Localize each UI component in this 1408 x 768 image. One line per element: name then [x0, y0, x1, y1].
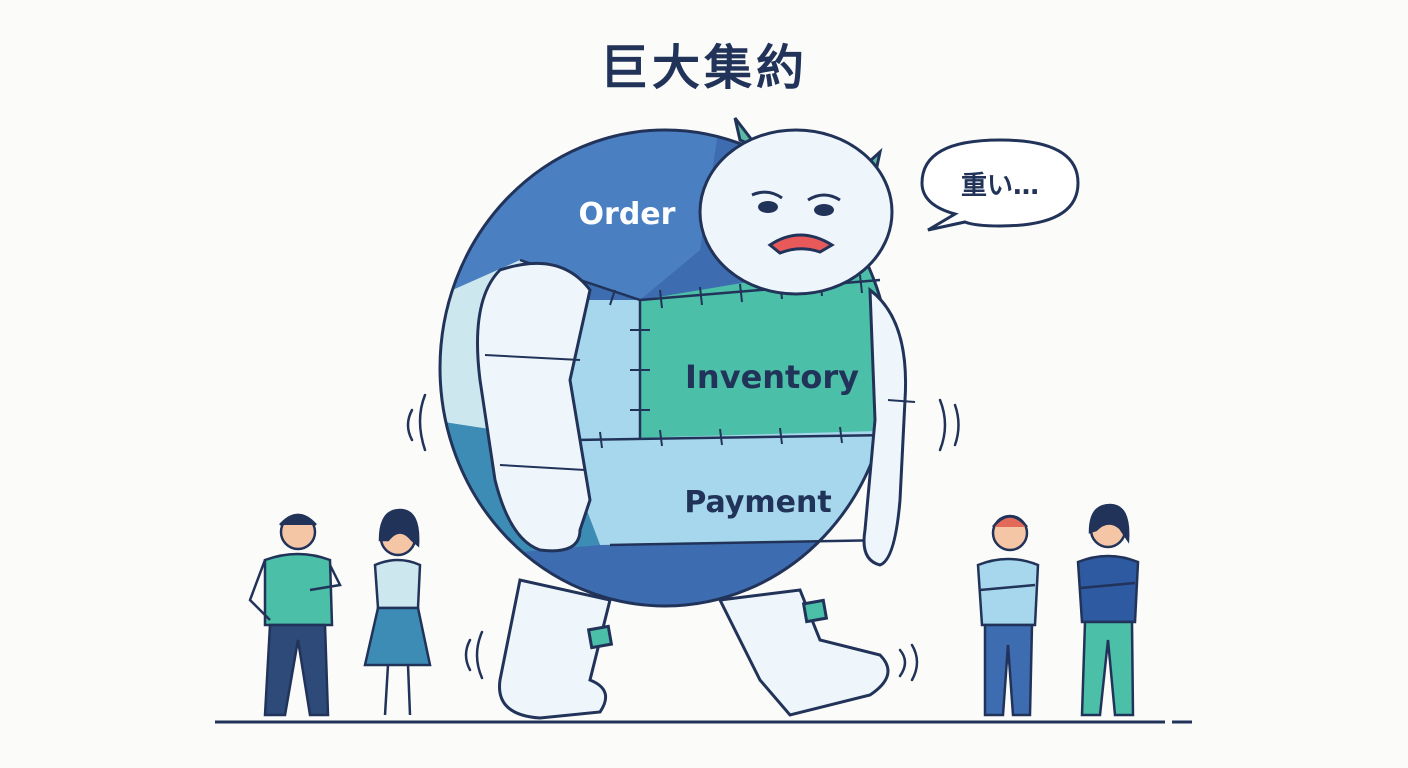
monster-eye-right: [814, 204, 834, 216]
person-man-watch: [248, 513, 342, 717]
person-woman-arms-crossed: [1076, 503, 1140, 717]
segment-label-inventory: Inventory: [685, 358, 859, 396]
motion-lines: [406, 393, 960, 682]
monster-right-arm: [862, 286, 916, 567]
speech-bubble: 重い…: [920, 138, 1080, 232]
page-title: 巨大集約: [599, 40, 808, 96]
person-woman-hands-hips: [363, 508, 432, 716]
monster-head: [698, 117, 894, 296]
person-man-arms-crossed: [976, 514, 1040, 717]
speech-text: 重い…: [961, 171, 1039, 201]
monster-eye-left: [758, 201, 778, 213]
monster-legs: [498, 578, 890, 720]
segment-label-payment: Payment: [684, 485, 831, 520]
segment-label-order: Order: [579, 197, 676, 232]
monster-left-arm: [476, 261, 592, 553]
monster-mouth: [767, 233, 835, 255]
